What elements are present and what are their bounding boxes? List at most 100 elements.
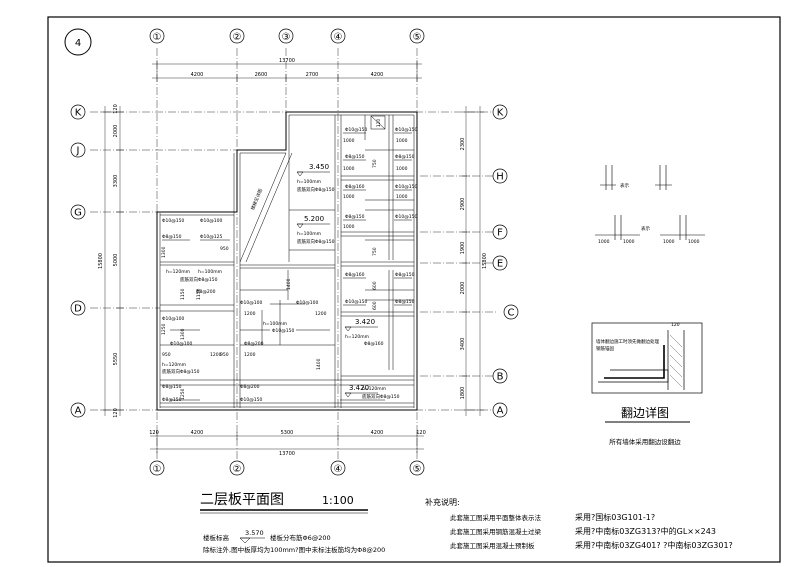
detail-note: 墙体翻边施工时须先做翻边处理 — [596, 338, 659, 345]
rebar-mark — [162, 132, 412, 401]
note-ref: 采用?国标03G101-1? — [575, 512, 655, 522]
right-axis-bubbles: K H F E C B A — [492, 104, 519, 418]
axis-label: G — [74, 208, 82, 219]
axis-label: C — [508, 308, 515, 319]
sheet-number-text: 4 — [75, 38, 81, 49]
legend-text: 除标注外,图中板厚均为100mm?图中未标注板筋均为Φ8@200 — [203, 545, 385, 554]
axis-bubble — [330, 28, 346, 44]
rebar-label: Φ10@100 — [296, 300, 318, 306]
bar-length: 1200 — [244, 311, 256, 317]
rebar-label: Φ10@150 — [395, 127, 417, 133]
dim-bottom: 4200 — [371, 430, 384, 436]
upturn-detail — [591, 322, 703, 394]
drawing-scale: 1:100 — [322, 494, 354, 507]
notes-title: 补充说明: — [425, 497, 460, 507]
rebar-label: Φ10@150 — [162, 218, 184, 224]
drawing-title: 二层板平面图 — [200, 492, 284, 508]
axis-label: K — [497, 108, 504, 119]
rebar-label: Φ8@150 — [345, 214, 365, 220]
bar-length: 1300 — [180, 328, 186, 340]
bar-length: 1000 — [343, 166, 355, 172]
elev-symbol — [239, 537, 265, 544]
axis-label: ⑤ — [413, 464, 422, 475]
legend-mark: 表示 — [620, 182, 629, 189]
legend-dim: 1000 — [663, 239, 675, 245]
dim-right: 1900 — [460, 242, 466, 255]
left-axis-bubbles: K J G D A — [70, 104, 86, 418]
detail-hatch — [669, 334, 683, 388]
rebar-label: Φ8@160 — [345, 272, 365, 278]
top-dimensions — [152, 60, 422, 82]
rebar-label: Φ10@150 — [345, 299, 367, 305]
dim-total-left: 15800 — [98, 253, 104, 269]
rebar-label: Φ10@150 — [345, 127, 367, 133]
distribution-note: 底筋双向Φ8@150 — [362, 393, 400, 400]
bottom-dimensions — [150, 432, 424, 453]
legend-mark: 表示 — [641, 225, 650, 232]
thickness-label: h=120mm — [166, 269, 190, 275]
axis-bubble — [70, 142, 86, 158]
axis-label: B — [497, 372, 504, 383]
elev-triangle — [296, 223, 330, 229]
rebar-label: Φ8@150 — [345, 154, 365, 160]
axis-label: E — [497, 259, 503, 270]
legend-elev: 3.570 — [245, 529, 264, 537]
rebar-label: Φ8@200 — [196, 289, 216, 295]
bar-length: 950 — [220, 352, 229, 358]
legend-dim: 1000 — [598, 239, 610, 245]
supplementary-notes: 补充说明: 此套施工图采用平面整体表示法 采用?国标03G101-1? 此套施工… — [425, 497, 733, 550]
rebar-legend — [595, 165, 705, 240]
dim-top: 2600 — [255, 72, 268, 78]
stair-area — [239, 152, 293, 263]
thickness-label: h=120mm — [362, 386, 386, 392]
detail-title: 翻边详图 — [621, 405, 669, 420]
dim-top: 2700 — [306, 72, 319, 78]
axis-label: ⑤ — [413, 32, 422, 43]
rebar-label: Φ8@150 — [395, 272, 415, 278]
axis-bubble — [409, 28, 425, 44]
rebar-label: Φ10@125 — [200, 234, 222, 240]
top-axis-bubbles: ① ② ③ ④ ⑤ — [149, 28, 425, 44]
bottom-axis-bubbles: ① ② ④ ⑤ — [149, 460, 425, 476]
note-text: 此套施工图采用混凝土预制板 — [450, 541, 535, 550]
detail-note: 钢筋锚固 — [596, 345, 614, 352]
stair-diagonal — [239, 152, 287, 263]
dim-right: 1800 — [460, 387, 466, 400]
thickness-label: h=120mm — [345, 334, 369, 340]
dim-bottom-edge: 120 — [416, 430, 426, 436]
beam-lines — [159, 114, 415, 408]
legend-symbol — [660, 215, 705, 240]
bar-length: 750 — [372, 159, 378, 168]
axis-label: F — [497, 228, 503, 239]
axis-bubble — [149, 28, 165, 44]
bar-length: 1250 — [161, 323, 167, 335]
dim-right: 2000 — [460, 282, 466, 295]
axis-bubble — [70, 204, 86, 220]
axis-bubble — [70, 402, 86, 418]
rebar-label: Φ8@150 — [162, 234, 182, 240]
axis-bubble — [492, 168, 508, 184]
dim-left-edge: 120 — [113, 104, 119, 114]
rebar-label: Φ10@150 — [395, 184, 417, 190]
detail-frame — [591, 322, 703, 394]
elev-triangle — [296, 171, 330, 177]
axis-bubble — [503, 304, 519, 320]
bar-length: 1150 — [180, 288, 186, 300]
thickness-label: h=100mm — [297, 231, 321, 237]
axis-label: ① — [153, 32, 162, 43]
thickness-label: h=100mm — [297, 179, 321, 185]
bar-length: 1200 — [244, 352, 256, 358]
note-text: 此套施工图采用钢筋混凝土过梁 — [450, 527, 542, 536]
rebar-label: Φ10@100 — [240, 300, 262, 306]
legend-dim: 1000 — [623, 239, 635, 245]
axis-label: ④ — [334, 464, 343, 475]
rebar-label: Φ10@100 — [170, 341, 192, 347]
axis-label: J — [76, 146, 80, 157]
detail-slab — [598, 369, 669, 383]
rebar-label: Φ8@150 — [162, 384, 182, 390]
axis-label: ③ — [282, 32, 291, 43]
bar-length: 1000 — [396, 166, 408, 172]
thickness-label: h=100mm — [198, 269, 222, 275]
axis-label: K — [75, 108, 82, 119]
elevation-label: 3.420 — [349, 384, 369, 392]
